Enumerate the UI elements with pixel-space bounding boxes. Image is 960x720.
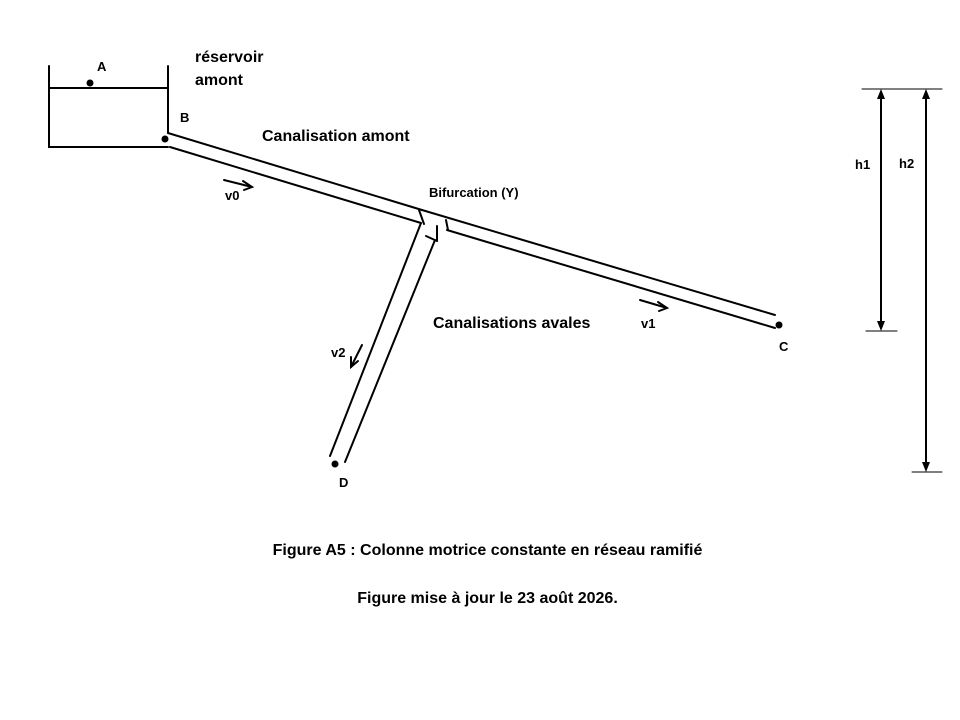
pipe-to-c-bottom-wall <box>446 229 776 329</box>
h1-arrow-bottom <box>877 321 885 331</box>
v1-label: v1 <box>641 316 656 331</box>
v2-flow-arrow <box>350 344 363 368</box>
figure-caption: Figure A5 : Colonne motrice constante en… <box>272 542 703 559</box>
point-c-label: C <box>779 339 789 354</box>
v0-arrow-head <box>242 180 255 191</box>
figure-update-note: Figure mise à jour le 23 août 2026. <box>357 590 618 607</box>
pipe-to-c-top-wall <box>421 209 776 316</box>
h2-arrow-top <box>922 89 930 99</box>
pipe-to-d-left-wall <box>329 222 422 457</box>
pipe-to-d-right-wall <box>344 239 436 463</box>
point-b-label: B <box>180 110 190 125</box>
downstream-pipes-label: Canalisations avales <box>433 315 591 332</box>
junction-tick <box>445 219 449 231</box>
upstream-pipe-label: Canalisation amont <box>262 128 410 145</box>
upstream-pipe-top-wall <box>167 132 423 211</box>
h1-arrow-top <box>877 89 885 99</box>
point-d-marker <box>331 460 339 468</box>
v2-label: v2 <box>331 345 346 360</box>
reservoir-label-line1: réservoir <box>195 49 264 66</box>
point-a-marker <box>86 79 94 87</box>
v0-flow-arrow <box>223 179 253 188</box>
reservoir-label-line2: amont <box>195 72 243 89</box>
point-b-marker <box>161 135 169 143</box>
point-c-marker <box>775 321 783 329</box>
junction-tick <box>425 235 438 242</box>
upstream-pipe-bottom-wall <box>169 146 422 224</box>
v1-flow-arrow <box>639 299 668 309</box>
point-d-label: D <box>339 475 349 490</box>
h1-label: h1 <box>855 157 871 172</box>
v2-arrow-head <box>350 356 359 370</box>
junction-tick <box>418 209 425 225</box>
h2-label: h2 <box>899 156 915 171</box>
reservoir-outline <box>48 65 169 148</box>
v1-arrow-head <box>657 301 670 312</box>
bifurcation-label: Bifurcation (Y) <box>429 185 519 200</box>
v0-label: v0 <box>225 188 240 203</box>
h2-arrow-bottom <box>922 462 930 472</box>
point-a-label: A <box>97 59 107 74</box>
